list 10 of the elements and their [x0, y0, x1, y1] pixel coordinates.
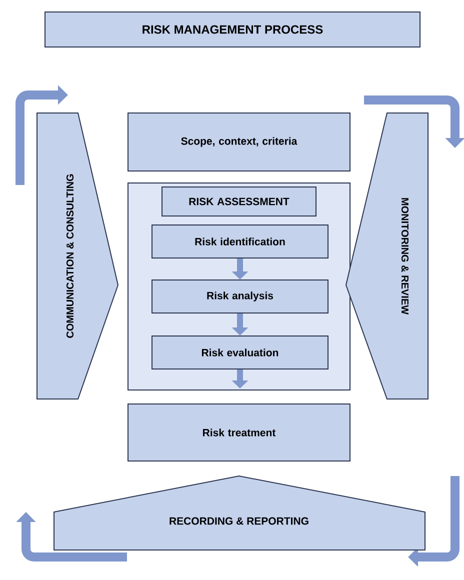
- side-arrow-band: COMMUNICATION & CONSULTING: [36, 112, 119, 400]
- process-box: Risk identification: [152, 224, 328, 258]
- process-box: Risk treatment: [128, 404, 350, 462]
- process-box: Risk analysis: [152, 280, 328, 314]
- heading-box: RISK ASSESSMENT: [162, 186, 316, 216]
- process-box: Risk evaluation: [152, 336, 328, 370]
- side-arrow-band: MONITORING & REVIEW: [345, 112, 428, 400]
- bottom-arrow-band: RECORDING & REPORTING: [54, 475, 426, 550]
- process-box: Scope, context, criteria: [128, 112, 350, 172]
- title-banner: RISK MANAGEMENT PROCESS: [44, 12, 420, 48]
